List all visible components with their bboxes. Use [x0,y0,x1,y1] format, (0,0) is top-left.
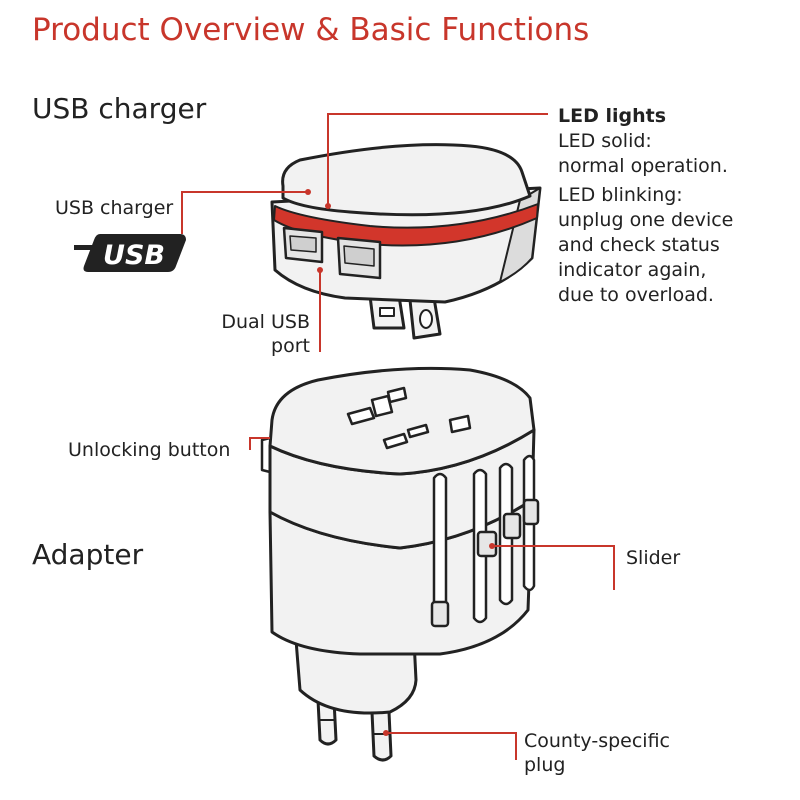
callout-dual-usb-port-line2: port [271,335,310,357]
leader-line-slider [492,545,615,590]
callout-plug-line1: County-specific [524,730,670,752]
led-info-block: LED lights LED solid: normal operation. … [558,104,733,308]
led-blink-line5: due to overload. [558,284,714,306]
callout-dots [305,189,495,736]
callout-plug-line2: plug [524,754,566,776]
country-specific-plug [316,698,393,762]
usb-charger-prongs [368,294,442,340]
adapter-socket-holes [346,386,472,450]
led-heading: LED lights [558,105,667,127]
page-title: Product Overview & Basic Functions [32,12,590,48]
callout-unlocking-button: Unlocking button [68,439,231,461]
usb-logo: USB [74,234,186,272]
led-blink-line3: and check status [558,234,720,256]
usb-charger-device [270,143,542,340]
section-title-adapter: Adapter [32,538,144,571]
section-title-usb-charger: USB charger [32,92,207,125]
led-blink-line4: indicator again, [558,259,707,281]
leader-line-usb-charger [181,191,308,234]
leader-line-unlocking-button [249,437,270,450]
led-solid-line1: LED solid: [558,130,652,152]
callout-slider: Slider [626,547,681,569]
adapter-slider-knobs [430,498,540,628]
leader-line-plug [386,732,517,760]
usb-ports [282,226,382,280]
callout-dual-usb-port-line1: Dual USB [221,311,310,333]
adapter-device [260,366,540,762]
led-blink-line1: LED blinking: [558,184,683,206]
led-solid-line2: normal operation. [558,155,728,177]
leader-line-led [327,113,548,206]
callout-usb-charger: USB charger [55,197,174,219]
callout-lines [181,113,615,760]
led-blink-line2: unplug one device [558,209,734,231]
usb-logo-text: USB [103,240,165,271]
